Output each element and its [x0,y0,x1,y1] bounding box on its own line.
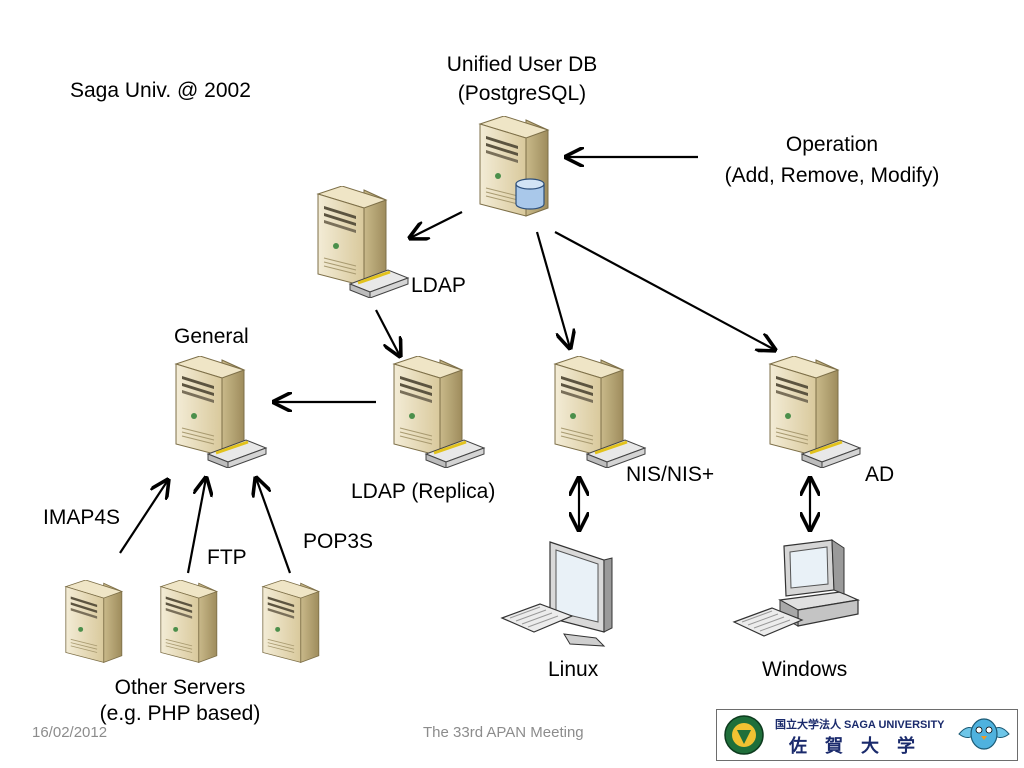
saga-university-logo: 国立大学法人 SAGA UNIVERSITY 佐賀大学 [716,709,1018,761]
arrow-imap [119,480,168,554]
arrow-ftp [186,478,206,574]
ad-label: AD [865,463,895,486]
imap-label: IMAP4S [43,506,121,529]
other-servers-label: Other Servers (e.g. PHP based) [60,676,300,726]
windows-computer-icon [732,539,861,637]
other-server-1-icon [65,580,123,663]
nis-label: NIS/NIS+ [626,463,715,486]
unified-db-label-line2: (PostgreSQL) [457,82,587,105]
footer-meeting: The 33rd APAN Meeting [423,724,584,741]
general-server-icon [175,356,268,468]
windows-label: Windows [762,658,848,681]
operation-label-line1: Operation [785,133,879,156]
ftp-label: FTP [207,546,247,569]
ad-server-icon [769,356,862,468]
footer-date: 16/02/2012 [32,724,108,741]
other-server-3-icon [262,580,320,663]
other-servers-line1: Other Servers [114,676,246,699]
ldap-server-icon [317,186,410,298]
pop-label: POP3S [303,530,374,553]
unified-db-label: Unified User DB (PostgreSQL) [402,53,642,106]
logo-line1: 国立大学法人 SAGA UNIVERSITY [775,719,945,731]
other-servers-line2: (e.g. PHP based) [99,702,261,725]
arrow-ldap-to-replica [375,309,400,356]
unified-db-server-icon [479,116,549,217]
operation-label: Operation (Add, Remove, Modify) [692,133,972,188]
logo-line2: 佐賀大学 [789,736,933,757]
linux-label: Linux [548,658,599,681]
bird-mascot-icon [958,718,1010,750]
nis-server-icon [554,356,647,468]
arrow-db-to-ldap [410,211,463,238]
arrow-db-to-ad [554,231,775,350]
operation-label-line2: (Add, Remove, Modify) [724,164,940,187]
arrow-db-to-nis [535,231,570,348]
ldap-replica-label: LDAP (Replica) [351,480,496,503]
ldap-replica-server-icon [393,356,486,468]
ldap-label: LDAP [411,274,466,297]
linux-computer-icon [500,541,613,647]
university-emblem-icon [724,715,764,755]
title-note: Saga Univ. @ 2002 [70,79,251,102]
unified-db-label-line1: Unified User DB [446,53,598,76]
arrow-pop [256,478,292,574]
other-server-2-icon [160,580,218,663]
general-label: General [174,325,249,348]
